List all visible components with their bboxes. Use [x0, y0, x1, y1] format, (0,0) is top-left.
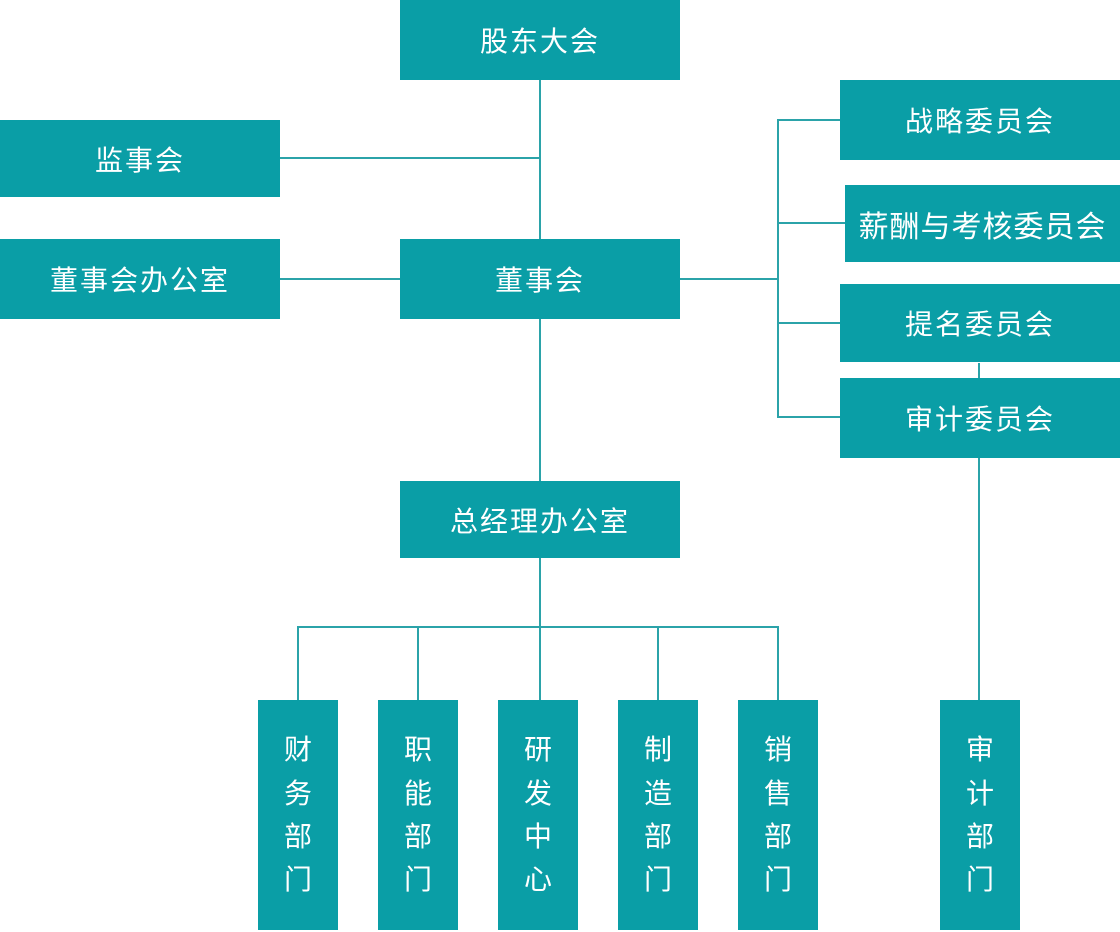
rd-center-label: 研发中心	[523, 734, 552, 896]
node-finance-department: 财务部门	[258, 700, 338, 930]
connector-drop-functional	[417, 626, 419, 700]
connector-departments-distribution	[297, 626, 779, 628]
node-general-manager-office: 总经理办公室	[400, 481, 680, 558]
node-audit-department: 审计部门	[940, 700, 1020, 930]
connector-auditcommittee-auditdept	[978, 458, 980, 700]
node-manufacturing-department: 制造部门	[618, 700, 698, 930]
connector-gmoffice-drop	[539, 558, 541, 700]
connector-drop-finance	[297, 626, 299, 700]
connector-trunk-nomination	[777, 322, 840, 324]
finance-department-label: 财务部门	[283, 734, 312, 896]
connector-board-committees-trunk	[680, 278, 778, 280]
node-sales-department: 销售部门	[738, 700, 818, 930]
connector-trunk-strategy	[777, 119, 840, 121]
connector-drop-manufacturing	[657, 626, 659, 700]
connector-drop-sales	[777, 626, 779, 700]
node-board-office: 董事会办公室	[0, 239, 280, 319]
node-functional-department: 职能部门	[378, 700, 458, 930]
connector-shareholders-board	[539, 80, 541, 239]
connector-boardoffice-board	[280, 278, 400, 280]
connector-supervisory-trunk	[280, 157, 539, 159]
connector-board-gmoffice	[539, 319, 541, 481]
connector-nomination-audit-stub	[978, 363, 980, 378]
node-audit-committee: 审计委员会	[840, 378, 1120, 458]
node-rd-center: 研发中心	[498, 700, 578, 930]
manufacturing-department-label: 制造部门	[643, 734, 672, 896]
node-strategy-committee: 战略委员会	[840, 80, 1120, 160]
connector-trunk-audit-committee	[777, 416, 840, 418]
node-board-of-directors: 董事会	[400, 239, 680, 319]
node-shareholders-meeting: 股东大会	[400, 0, 680, 80]
connector-trunk-remuneration	[777, 222, 845, 224]
functional-department-label: 职能部门	[403, 734, 432, 896]
audit-department-label: 审计部门	[965, 734, 994, 896]
connector-committees-trunk	[777, 119, 779, 418]
node-supervisory-board: 监事会	[0, 120, 280, 197]
node-remuneration-appraisal-committee: 薪酬与考核委员会	[845, 185, 1120, 262]
sales-department-label: 销售部门	[763, 734, 792, 896]
node-nomination-committee: 提名委员会	[840, 284, 1120, 362]
